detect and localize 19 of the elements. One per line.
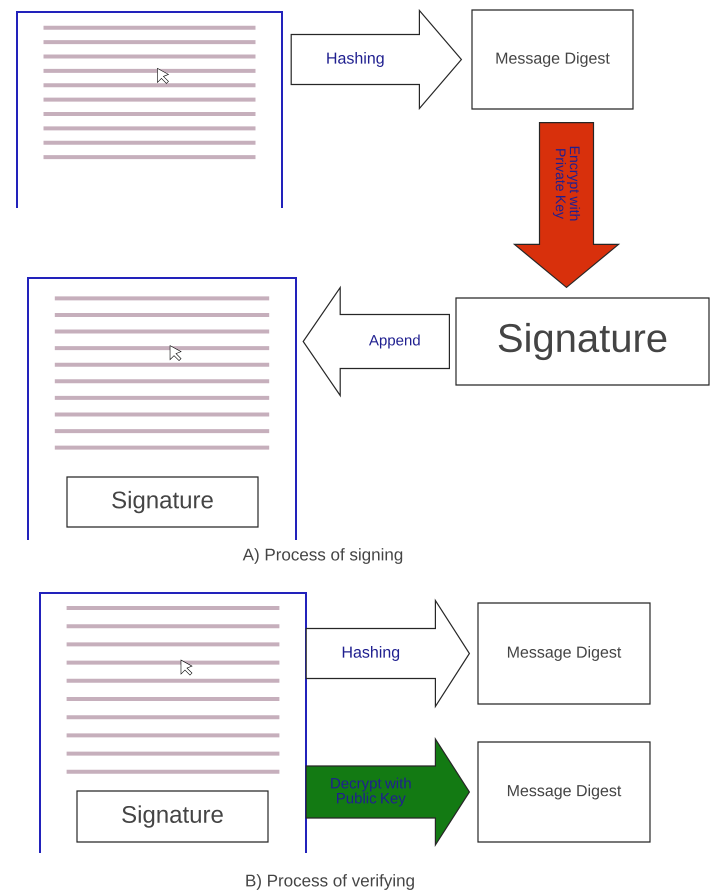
edge-label: Encrypt with Private Key bbox=[552, 146, 580, 220]
message-digest-box: Message Digest bbox=[471, 9, 634, 110]
document-drawing bbox=[16, 11, 283, 208]
block-arrow bbox=[302, 286, 450, 398]
message-digest-box: Message Digest bbox=[477, 741, 651, 843]
edge-label: Hashing bbox=[342, 646, 400, 661]
caption: B) Process of verifying bbox=[246, 874, 414, 890]
edge-label: Hashing bbox=[327, 52, 384, 67]
message-digest-box: Message Digest bbox=[477, 602, 651, 705]
edge-label: Append bbox=[368, 334, 420, 348]
signature-box: Signature bbox=[455, 297, 710, 386]
edge-label: Decrypt with Public Key bbox=[331, 778, 411, 806]
document-drawing bbox=[27, 277, 297, 540]
caption: A) Process of signing bbox=[242, 548, 402, 564]
block-arrow bbox=[290, 8, 462, 110]
block-arrow bbox=[306, 598, 470, 709]
document-drawing bbox=[39, 592, 307, 853]
signature-box: Signature bbox=[76, 790, 269, 843]
signature-box: Signature bbox=[66, 476, 259, 528]
